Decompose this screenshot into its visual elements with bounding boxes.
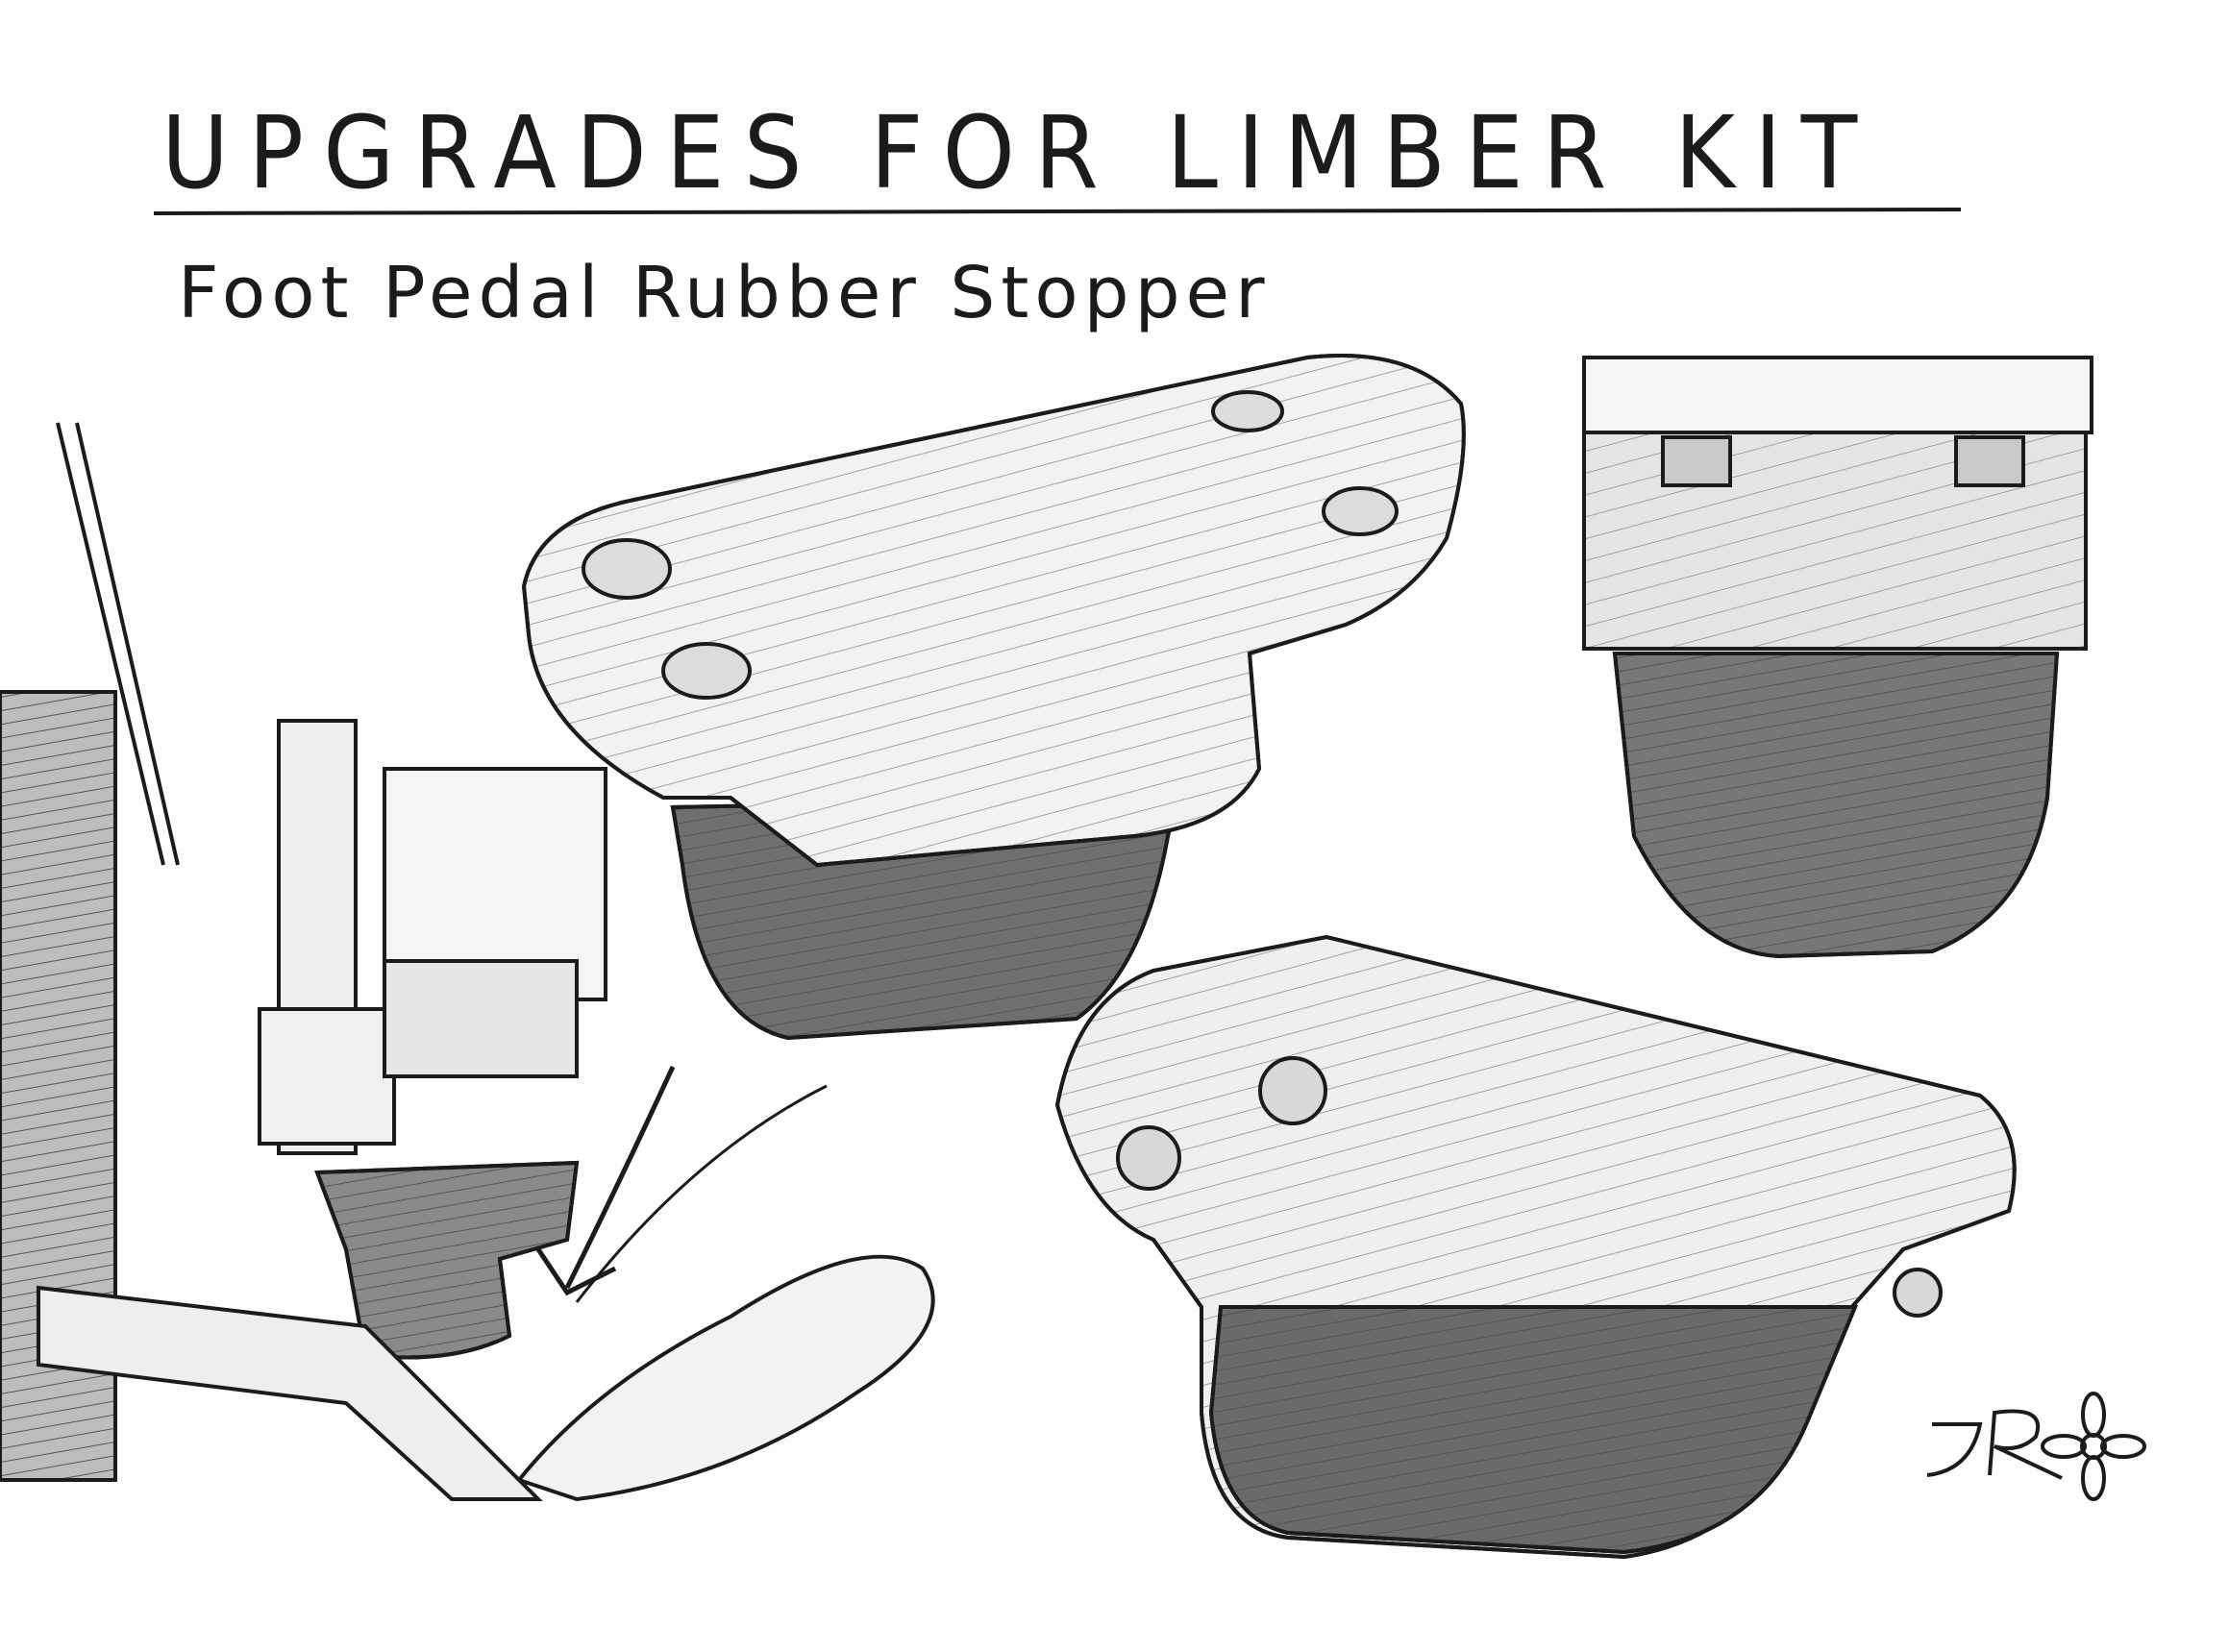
nut-icon bbox=[1661, 435, 1732, 487]
hex-nut-icon bbox=[1893, 1268, 1943, 1318]
stopper-top-view-drawing bbox=[521, 354, 1466, 1041]
hex-nut-icon bbox=[1116, 1125, 1181, 1191]
arrow-icon bbox=[575, 1084, 828, 1303]
bolt-hole-icon bbox=[582, 538, 672, 600]
title-underline bbox=[153, 208, 1962, 215]
arrow-icon bbox=[535, 1065, 676, 1296]
bolt-hole-icon bbox=[1211, 390, 1284, 432]
nut-icon bbox=[1954, 435, 2025, 487]
stopper-side-view-drawing bbox=[1582, 356, 2093, 959]
hex-nut-icon bbox=[1258, 1056, 1327, 1125]
stopper-underside-view-drawing bbox=[1054, 934, 2017, 1560]
vehicle-pedal-assembly-drawing bbox=[0, 422, 935, 1502]
bolt-hole-icon bbox=[1322, 486, 1399, 536]
page-title: UPGRADES FOR LIMBER KIT bbox=[161, 94, 1877, 211]
page-subtitle: Foot Pedal Rubber Stopper bbox=[178, 252, 1271, 334]
artist-signature bbox=[1926, 1392, 2146, 1501]
bolt-hole-icon bbox=[661, 642, 752, 700]
